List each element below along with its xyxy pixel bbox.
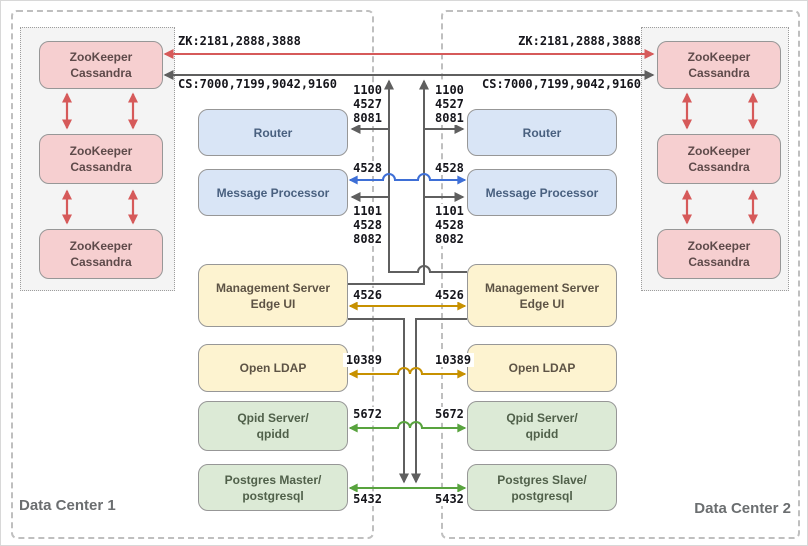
port-label: 10389 — [435, 353, 472, 367]
port-label: 4527 — [353, 97, 382, 111]
port-label: 5672 — [435, 407, 464, 421]
port-label: 4526 — [353, 288, 382, 302]
dc1-postgres-master: Postgres Master/ postgresql — [198, 464, 348, 511]
node-label: ZooKeeper — [69, 50, 133, 64]
zk-ports-label-right: ZK:2181,2888,3888 — [518, 34, 641, 48]
port-label: 4527 — [435, 97, 464, 111]
port-label: 8082 — [435, 232, 464, 246]
node-label: Postgres Master/ — [224, 472, 322, 487]
node-label: Cassandra — [70, 66, 132, 80]
port-label: 1101 — [435, 204, 464, 218]
dc2-title: Data Center 2 — [694, 500, 791, 517]
port-label: 8082 — [353, 232, 382, 246]
node-label: Message Processor — [216, 185, 330, 200]
node-label: Management Server — [215, 280, 331, 295]
mp-blue-port-right: 4528 — [434, 161, 466, 175]
node-label: ZooKeeper — [69, 239, 133, 253]
zk-ports-label-left: ZK:2181,2888,3888 — [178, 34, 301, 48]
dc2-open-ldap: Open LDAP — [467, 344, 617, 392]
ms-port-left: 4526 — [351, 288, 383, 302]
node-label: Router — [522, 125, 562, 140]
port-label: 4526 — [435, 288, 464, 302]
qpid-port-left: 5672 — [351, 407, 383, 421]
port-label: 4528 — [435, 161, 464, 175]
node-label: ZooKeeper — [687, 144, 751, 158]
dc2-qpid-server: Qpid Server/ qpidd — [467, 401, 617, 451]
port-label: 1100 — [353, 83, 382, 97]
node-label: ZooKeeper — [69, 144, 133, 158]
port-label: 4528 — [353, 161, 382, 175]
port-label: 4528 — [353, 218, 382, 232]
node-label: Edge UI — [519, 296, 565, 311]
dc1-qpid-server: Qpid Server/ qpidd — [198, 401, 348, 451]
qpid-port-right: 5672 — [434, 407, 466, 421]
node-label: Cassandra — [688, 255, 750, 269]
port-label: 8081 — [435, 111, 464, 125]
router-ports-left: 1100 4527 8081 — [351, 83, 383, 125]
cs-ports-label-right: CS:7000,7199,9042,9160 — [482, 77, 641, 91]
node-label: Cassandra — [688, 66, 750, 80]
dc2-zookeeper-cassandra-1: ZooKeeper Cassandra — [657, 41, 781, 89]
dc1-open-ldap: Open LDAP — [198, 344, 348, 392]
node-label: Qpid Server/ — [506, 411, 578, 425]
node-label: postgresql — [511, 488, 573, 503]
dc2-boundary — [441, 10, 800, 539]
port-label: 1100 — [435, 83, 464, 97]
postgres-port-left: 5432 — [351, 492, 383, 506]
node-label: Edge UI — [250, 296, 296, 311]
ldap-port-right: 10389 — [434, 353, 474, 367]
dc1-zookeeper-cassandra-3: ZooKeeper Cassandra — [39, 229, 163, 279]
dc1-message-processor: Message Processor — [198, 169, 348, 216]
dc1-zookeeper-cassandra-2: ZooKeeper Cassandra — [39, 134, 163, 184]
dc2-router: Router — [467, 109, 617, 156]
cs-ports-label-left: CS:7000,7199,9042,9160 — [178, 77, 337, 91]
dc1-zookeeper-cassandra-1: ZooKeeper Cassandra — [39, 41, 163, 89]
node-label: postgresql — [242, 488, 304, 503]
node-label: Qpid Server/ — [237, 411, 309, 425]
dc2-zookeeper-cassandra-2: ZooKeeper Cassandra — [657, 134, 781, 184]
node-label: Cassandra — [70, 160, 132, 174]
node-label: qpidd — [525, 427, 559, 441]
ms-port-right: 4526 — [434, 288, 466, 302]
mp-ports-right: 1101 4528 8082 — [434, 204, 466, 246]
port-label: 4528 — [435, 218, 464, 232]
node-label: Cassandra — [70, 255, 132, 269]
node-label: ZooKeeper — [687, 239, 751, 253]
dc1-management-server: Management Server Edge UI — [198, 264, 348, 327]
node-label: Message Processor — [485, 185, 599, 200]
node-label: Management Server — [484, 280, 600, 295]
port-label: 5672 — [353, 407, 382, 421]
dc2-zookeeper-cassandra-3: ZooKeeper Cassandra — [657, 229, 781, 279]
node-label: Postgres Slave/ — [497, 472, 587, 487]
node-label: Cassandra — [688, 160, 750, 174]
node-label: Router — [253, 125, 293, 140]
dc2-message-processor: Message Processor — [467, 169, 617, 216]
port-label: 5432 — [435, 492, 464, 506]
port-label: 5432 — [353, 492, 382, 506]
mp-blue-port-left: 4528 — [351, 161, 383, 175]
router-ports-right: 1100 4527 8081 — [434, 83, 466, 125]
port-label: 8081 — [353, 111, 382, 125]
postgres-port-right: 5432 — [434, 492, 466, 506]
port-label: 1101 — [353, 204, 382, 218]
dc2-postgres-slave: Postgres Slave/ postgresql — [467, 464, 617, 511]
dc1-router: Router — [198, 109, 348, 156]
node-label: Open LDAP — [508, 361, 576, 375]
dc1-title: Data Center 1 — [19, 497, 116, 514]
node-label: ZooKeeper — [687, 50, 751, 64]
ldap-port-left: 10389 — [343, 353, 383, 367]
node-label: qpidd — [256, 427, 290, 441]
port-label: 10389 — [345, 353, 382, 367]
node-label: Open LDAP — [239, 361, 307, 375]
dc2-management-server: Management Server Edge UI — [467, 264, 617, 327]
mp-ports-left: 1101 4528 8082 — [351, 204, 383, 246]
